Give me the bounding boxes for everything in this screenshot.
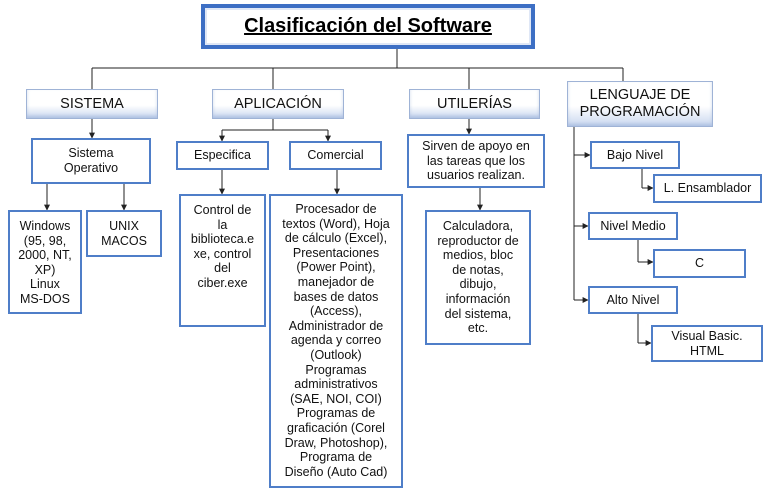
node-utilerias-apoyo: Sirven de apoyo en las tareas que los us…: [407, 134, 545, 188]
node-windows: Windows (95, 98, 2000, NT, XP) Linux MS-…: [8, 210, 82, 314]
page-title: Clasificación del Software: [244, 15, 492, 37]
node-unix: UNIX MACOS: [86, 210, 162, 257]
node-alto-nivel: Alto Nivel: [588, 286, 678, 314]
node-especifica: Especifica: [176, 141, 269, 170]
node-visual-basic: Visual Basic. HTML: [651, 325, 763, 362]
node-bajo-nivel: Bajo Nivel: [590, 141, 680, 169]
node-c: C: [653, 249, 746, 278]
node-comercial: Comercial: [289, 141, 382, 170]
category-aplicacion: APLICACIÓN: [212, 89, 344, 119]
title-box: Clasificación del Software: [201, 4, 535, 49]
node-nivel-medio: Nivel Medio: [588, 212, 678, 240]
category-sistema: SISTEMA: [26, 89, 158, 119]
category-utilerias: UTILERÍAS: [409, 89, 540, 119]
node-sistema-operativo: Sistema Operativo: [31, 138, 151, 184]
node-especifica-desc: Control de la biblioteca.e xe, control d…: [179, 194, 266, 327]
node-ensamblador: L. Ensamblador: [653, 174, 762, 203]
node-comercial-desc: Procesador de textos (Word), Hoja de cál…: [269, 194, 403, 488]
node-utilerias-ejemplos: Calculadora, reproductor de medios, bloc…: [425, 210, 531, 345]
category-lenguaje: LENGUAJE DE PROGRAMACIÓN: [567, 81, 713, 127]
